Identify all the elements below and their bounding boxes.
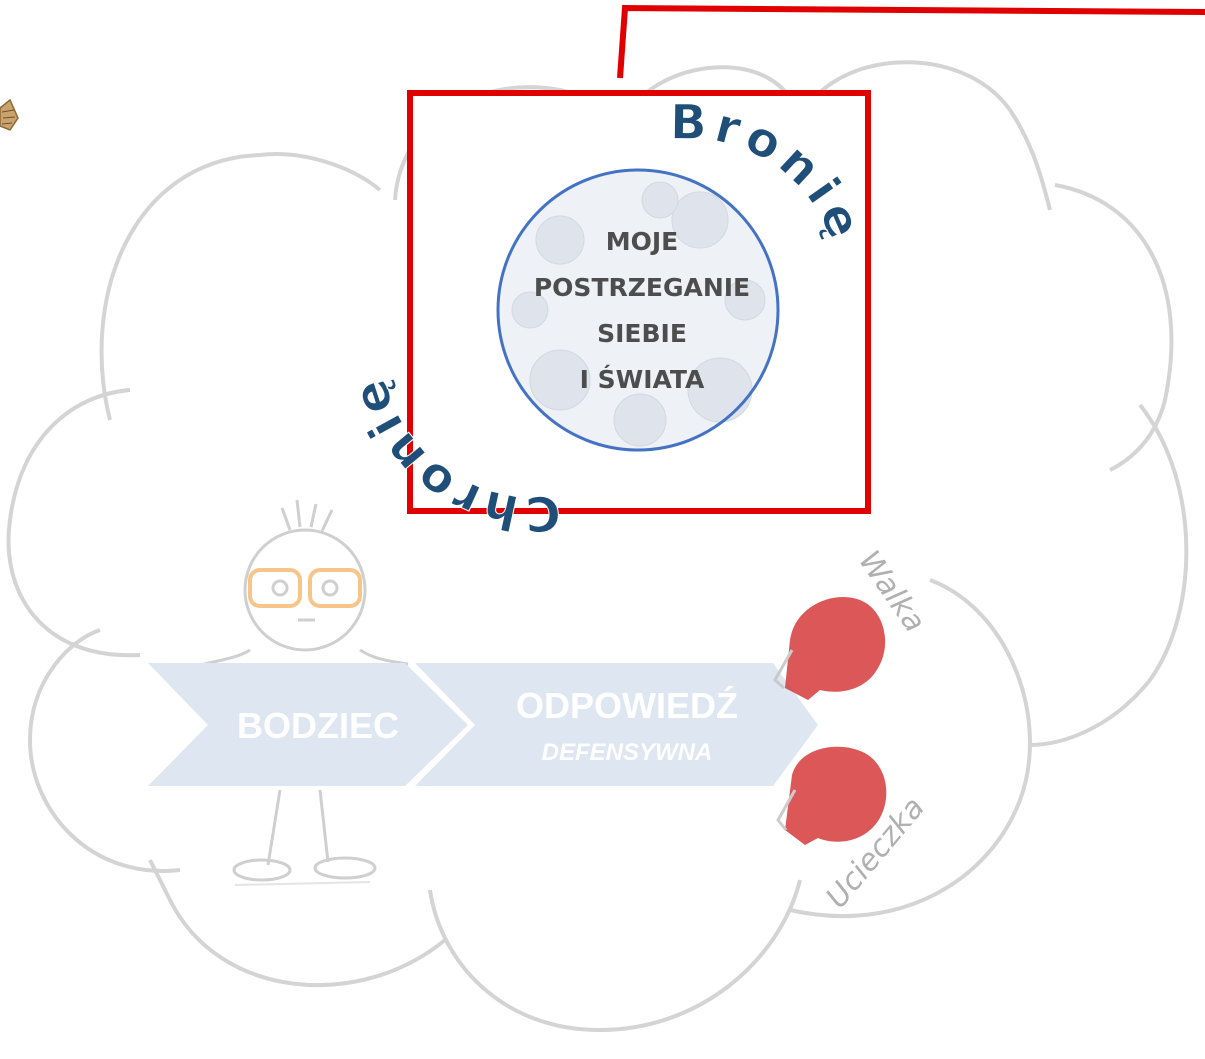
badge-line-4: I ŚWIATA <box>580 364 705 394</box>
glove-fight-icon <box>773 596 886 700</box>
badge-line-1: MOJE <box>606 227 679 256</box>
stimulus-label: BODZIEC <box>237 705 399 746</box>
badge-line-2: POSTRZEGANIE <box>534 273 750 302</box>
response-sublabel: DEFENSYWNA <box>542 739 713 766</box>
process-arrow: BODZIEC ODPOWIEDŹ DEFENSYWNA <box>148 663 818 786</box>
glove-flight-icon <box>776 746 887 845</box>
partial-icon <box>0 98 19 131</box>
stimulus-chevron <box>148 663 468 786</box>
connector-line <box>617 4 1205 79</box>
badge-line-3: SIEBIE <box>597 319 687 348</box>
response-label: ODPOWIEDŹ <box>516 685 738 726</box>
response-chevron <box>415 663 818 786</box>
badge-texture <box>511 181 766 447</box>
